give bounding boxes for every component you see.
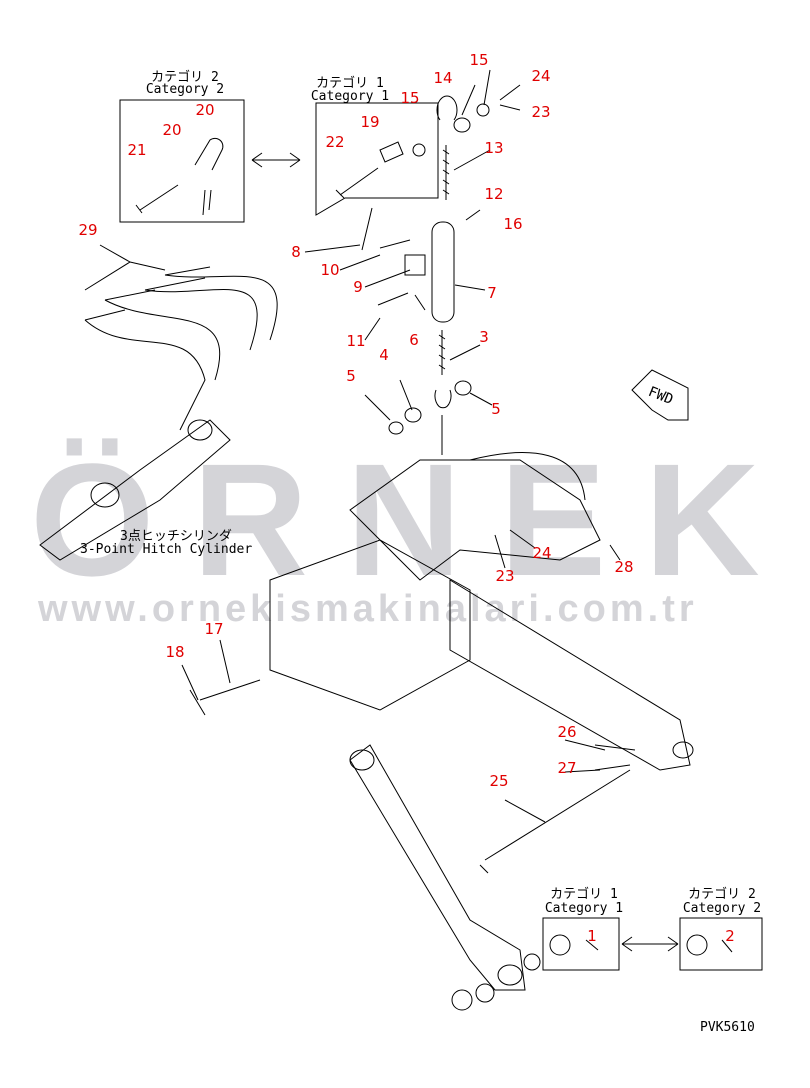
callout-number: 24 (532, 544, 552, 562)
category2-bottom-label-jp: カテゴリ 2 (688, 887, 756, 902)
callout-number: 17 (204, 620, 224, 638)
category1-bottom-box (542, 917, 620, 971)
category2-bottom-box (679, 917, 763, 971)
watermark-url: www.ornekismakinalari.com.tr (38, 588, 698, 630)
callout-number: 26 (557, 723, 577, 741)
cross-shaft (479, 769, 631, 874)
callout-number: 22 (325, 133, 345, 151)
callout-number: 20 (195, 101, 215, 119)
callout-number: 28 (614, 558, 634, 576)
swap-arrow-top (251, 152, 301, 168)
category1-top-box (315, 102, 439, 216)
callout-number: 29 (78, 221, 98, 239)
swap-arrow-bottom (621, 936, 679, 952)
callout-number: 5 (491, 400, 501, 418)
category1-top-label: Category 1 (310, 89, 390, 104)
drawing-code: PVK5610 (700, 1020, 755, 1035)
callout-number: 23 (531, 103, 551, 121)
callout-number: 9 (353, 278, 363, 296)
callout-number: 7 (487, 284, 497, 302)
cylinder-label-jp: 3点ヒッチシリンダ (120, 529, 232, 544)
category2-bottom-label: Category 2 (682, 901, 762, 916)
callout-number: 8 (291, 243, 301, 261)
callout-number: 24 (531, 67, 551, 85)
callout-number: 13 (484, 139, 504, 157)
callout-number: 23 (495, 567, 515, 585)
callout-number: 20 (162, 121, 182, 139)
category2-top-label-jp: カテゴリ 2 (151, 70, 219, 85)
callout-number: 3 (479, 328, 489, 346)
callout-number: 18 (165, 643, 185, 661)
callout-number: 14 (433, 69, 453, 87)
callout-number: 12 (484, 185, 504, 203)
callout-number: 4 (379, 346, 389, 364)
callout-number: 27 (557, 759, 577, 777)
callout-number: 15 (400, 89, 420, 107)
callout-number: 15 (469, 51, 489, 69)
hitch-cylinder (39, 419, 231, 561)
callout-number: 10 (320, 261, 340, 279)
callout-number: 2 (725, 927, 735, 945)
callout-number: 25 (489, 772, 509, 790)
callout-number: 16 (503, 215, 523, 233)
category1-bottom-label-jp: カテゴリ 1 (550, 887, 618, 902)
callout-number: 6 (409, 331, 419, 349)
callout-number: 11 (346, 332, 366, 350)
category1-bottom-label: Category 1 (544, 901, 624, 916)
upper-link-arm (449, 579, 691, 771)
callout-number: 1 (587, 927, 597, 945)
lower-link-arm (349, 744, 526, 991)
category2-top-label: Category 2 (145, 82, 225, 97)
callout-number: 5 (346, 367, 356, 385)
callout-number: 19 (360, 113, 380, 131)
fwd-arrow (631, 369, 689, 421)
callout-number: 21 (127, 141, 147, 159)
category1-top-label-jp: カテゴリ 1 (316, 76, 384, 91)
category2-top-box (119, 99, 245, 223)
watermark-brand: ÖRNEK (30, 430, 798, 609)
cylinder-label: 3-Point Hitch Cylinder (80, 542, 253, 557)
